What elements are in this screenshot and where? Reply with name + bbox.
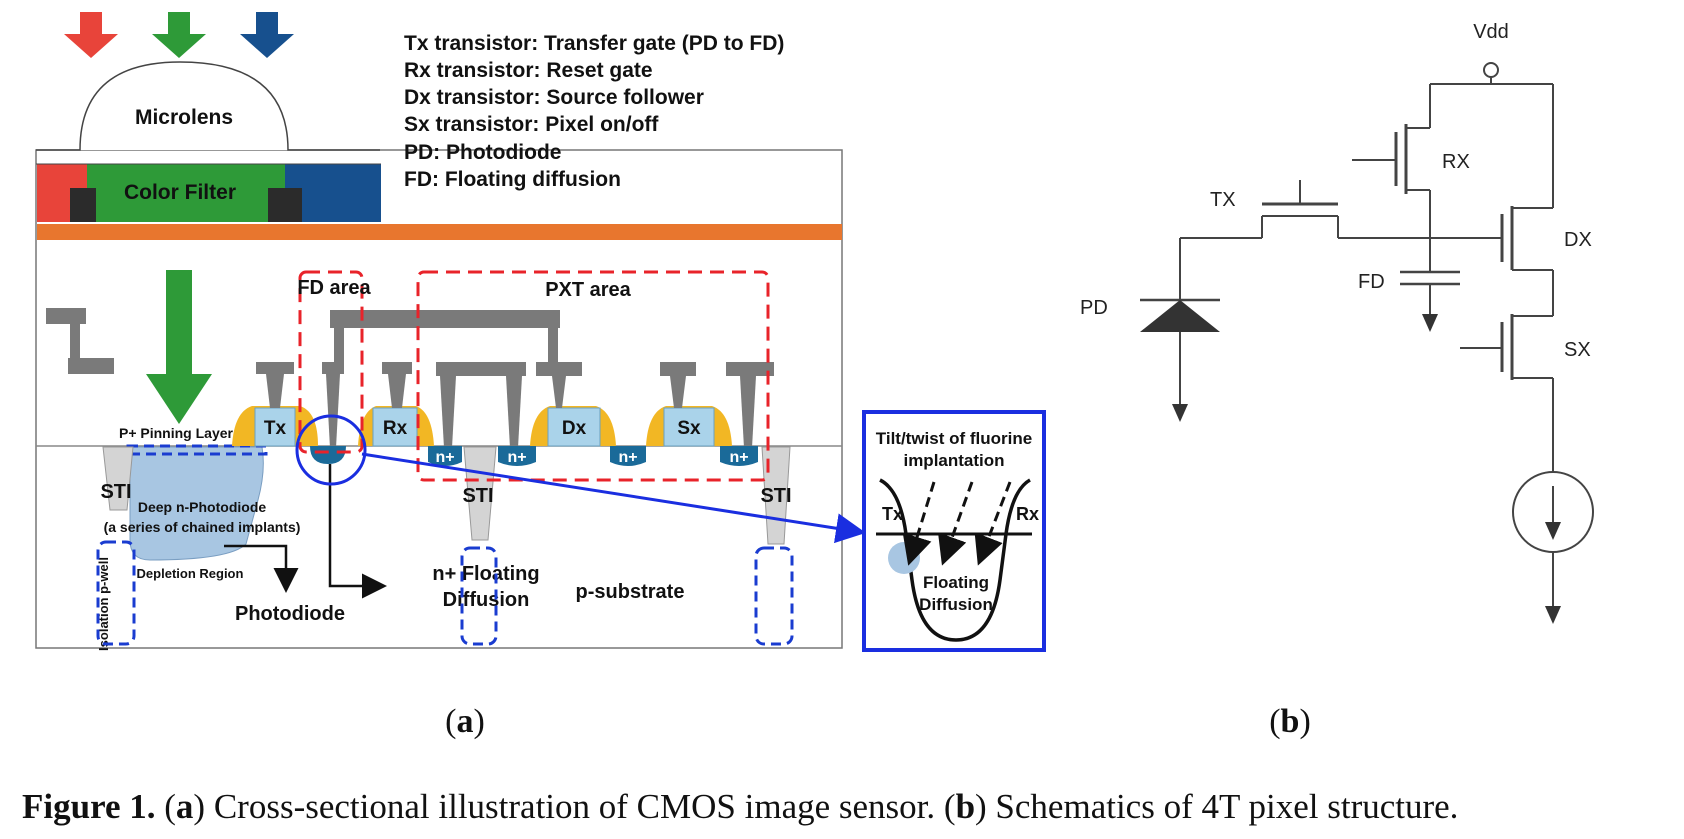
panel-a-label: (a) <box>445 703 485 740</box>
gate-label-rx: Rx <box>383 418 408 439</box>
panel-a-cross-section: Microlens Color Filter <box>35 12 1046 740</box>
passivation-layer <box>37 224 842 240</box>
p-substrate-label: p-substrate <box>576 581 685 603</box>
sti-label-left: STI <box>100 481 131 503</box>
microlens-label: Microlens <box>135 106 233 129</box>
fluorine-implant-inset: Tilt/twist of fluorine implantation Tx R… <box>862 410 1046 652</box>
photodiode-symbol-icon <box>1140 300 1220 332</box>
nplus-label-2: n+ <box>507 449 526 466</box>
color-filter <box>36 163 381 222</box>
nplus-label-4: n+ <box>729 449 748 466</box>
dx-label: DX <box>1564 229 1592 251</box>
zoom-pointer-arrow-icon <box>361 452 866 544</box>
sx-label: SX <box>1564 339 1591 361</box>
figure-caption: Figure 1. (a) Cross-sectional illustrati… <box>22 787 1458 826</box>
inset-fd-label-2: Diffusion <box>919 595 993 614</box>
sti-bottom-box-right <box>754 546 794 646</box>
fd-area-label: FD area <box>297 277 371 299</box>
n-plus-wells <box>428 446 758 466</box>
inset-tx-label: Tx <box>882 504 903 524</box>
panel-b-schematic <box>1140 62 1594 610</box>
inset-title-line1: Tilt/twist of fluorine <box>876 429 1032 448</box>
pd-ground-arrow-icon <box>1172 404 1188 422</box>
legend-line-6: FD: Floating diffusion <box>404 168 621 191</box>
inset-title-line2: implantation <box>903 451 1004 470</box>
sti-label-middle: STI <box>462 485 493 507</box>
light-arrow-green-icon <box>152 12 206 58</box>
photodiode-arrow-icon <box>224 544 299 593</box>
sti-bottom-box-middle <box>460 546 498 646</box>
pd-label: PD <box>1080 297 1108 319</box>
inset-implant-arrow-3-icon <box>974 481 1012 566</box>
cross-section-frame <box>35 149 843 649</box>
diffusion-label: Diffusion <box>443 589 530 611</box>
pinning-layer-label: P+ Pinning Layer <box>119 425 234 441</box>
n-floating-label: n+ Floating <box>432 563 539 585</box>
panel-b-filled-shapes <box>1140 300 1561 624</box>
legend-line-2: Rx transistor: Reset gate <box>404 59 653 82</box>
light-arrow-red-icon <box>64 12 118 58</box>
depletion-region-label: Depletion Region <box>137 566 244 581</box>
chained-implants-label: (a series of chained implants) <box>104 519 301 535</box>
fd-area-box <box>298 270 364 454</box>
gate-label-sx: Sx <box>677 418 701 439</box>
legend-line-4: Sx transistor: Pixel on/off <box>404 113 659 136</box>
deep-photodiode-label: Deep n-Photodiode <box>138 499 267 515</box>
gate-label-dx: Dx <box>562 418 587 439</box>
metal-interconnects <box>256 310 774 448</box>
tx-label: TX <box>1210 189 1236 211</box>
floating-diffusion-well <box>310 446 346 464</box>
vdd-label: Vdd <box>1473 21 1509 43</box>
inset-fd-well <box>879 478 1031 642</box>
fd-arrow-icon <box>328 464 387 599</box>
inset-rx-label: Rx <box>1016 504 1039 524</box>
vdd-terminal <box>1483 62 1499 78</box>
inset-implant-arrow-1-icon <box>902 481 936 566</box>
rx-label: RX <box>1442 151 1470 173</box>
isolation-pwell-label: Isolation p-well <box>96 557 111 651</box>
metal-stub-left <box>46 308 114 374</box>
isolation-pwell-box <box>96 540 136 646</box>
sti-trench-left <box>102 446 134 511</box>
fd-ground-arrow-icon <box>1422 314 1438 332</box>
inset-implant-arrow-2-icon <box>937 481 974 566</box>
legend-line-1: Tx transistor: Transfer gate (PD to FD) <box>404 32 784 55</box>
light-arrow-down-icon <box>146 270 212 424</box>
panel-b-label: (b) <box>1269 703 1311 740</box>
microlens-shape <box>36 61 380 151</box>
gate-boxes <box>254 407 715 447</box>
gate-label-tx: Tx <box>264 418 287 439</box>
photodiode-label: Photodiode <box>235 603 345 625</box>
pxt-area-label: PXT area <box>545 279 631 301</box>
color-filter-label: Color Filter <box>124 181 236 204</box>
sti-label-right: STI <box>760 485 791 507</box>
current-source-arrow-icon <box>1545 522 1561 540</box>
nplus-label-3: n+ <box>618 449 637 466</box>
legend-line-3: Dx transistor: Source follower <box>404 86 704 109</box>
fd-label: FD <box>1358 271 1385 293</box>
output-arrow-icon <box>1545 606 1561 624</box>
nplus-label-1: n+ <box>435 449 454 466</box>
inset-fd-label-1: Floating <box>923 573 989 592</box>
fd-zoom-circle <box>295 414 367 486</box>
light-arrow-blue-icon <box>240 12 294 58</box>
legend-line-5: PD: Photodiode <box>404 141 561 164</box>
pxt-area-box <box>416 270 770 482</box>
transistor-legend: Tx transistor: Transfer gate (PD to FD) … <box>404 32 784 191</box>
